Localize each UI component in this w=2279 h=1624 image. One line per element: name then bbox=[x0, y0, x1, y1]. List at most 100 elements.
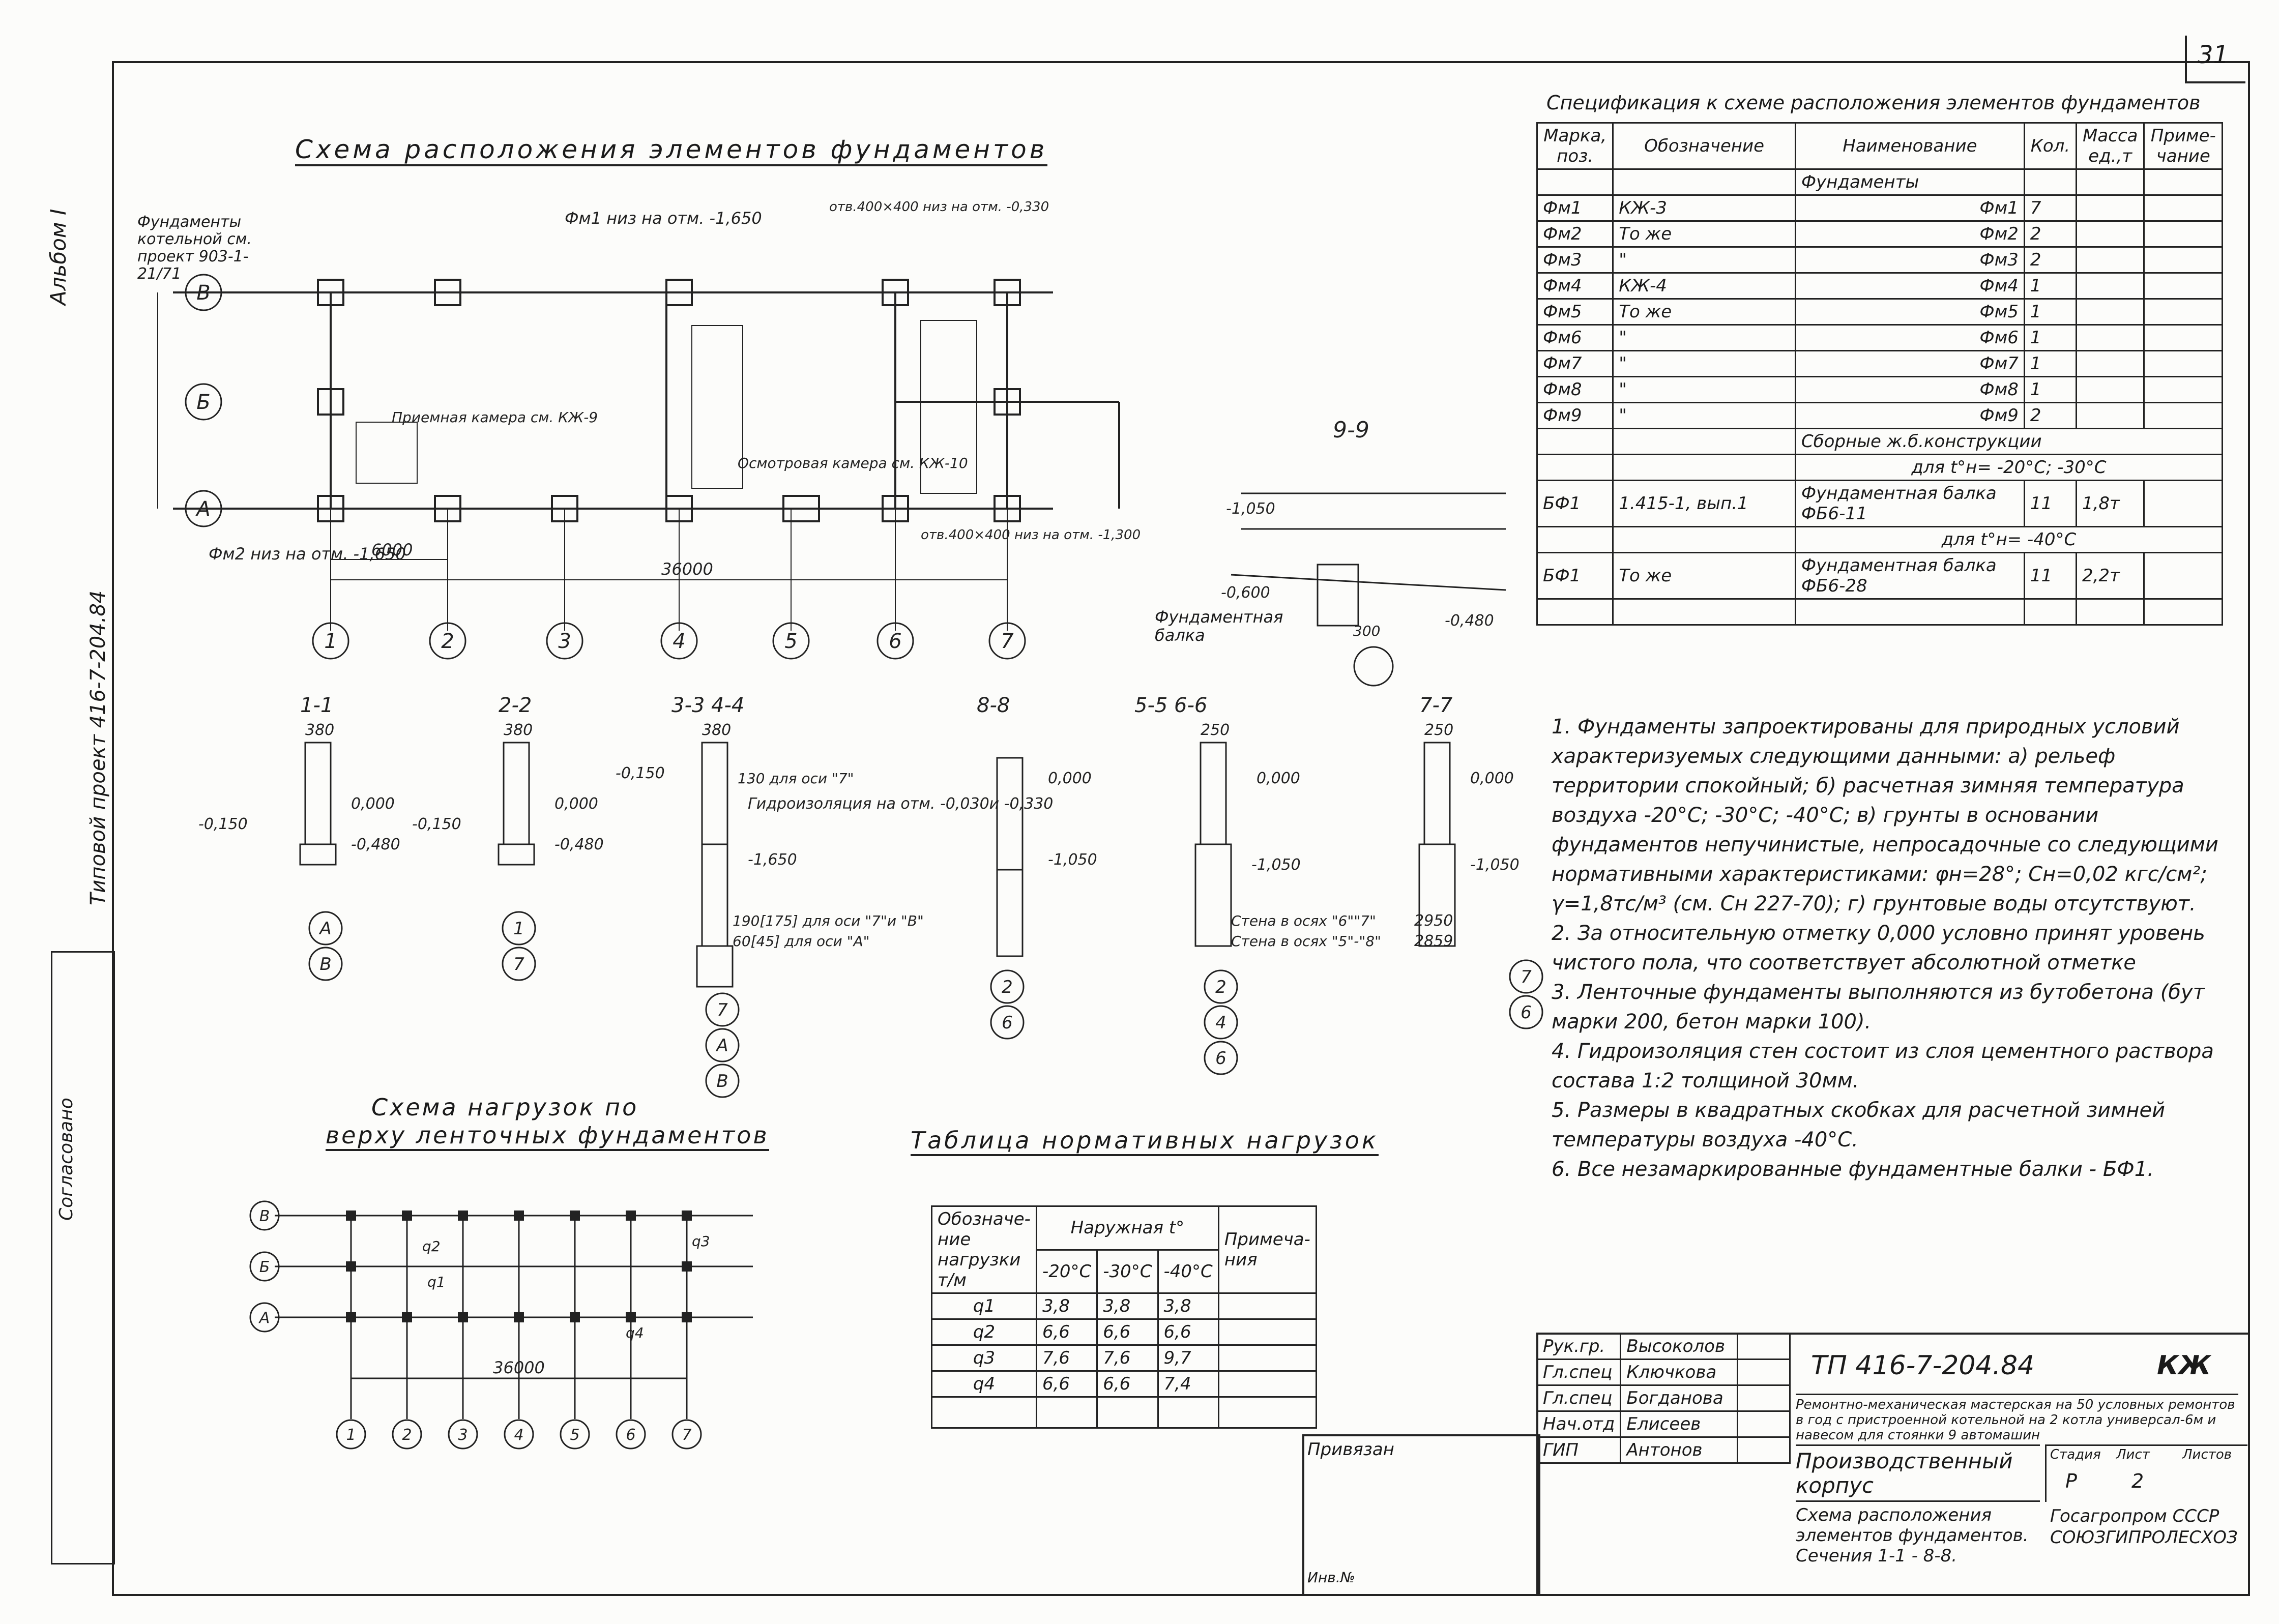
spec-h-note: Приме- чание bbox=[2143, 122, 2223, 170]
plan-axis-4: 4 bbox=[673, 630, 685, 653]
sec5-axis-2: 2 bbox=[1215, 977, 1226, 997]
svg-text:300: 300 bbox=[1353, 623, 1380, 639]
load-h-note: Примеча- ния bbox=[1217, 1205, 1317, 1294]
plan-total-dim: 36000 bbox=[661, 559, 713, 579]
plan-axis-B: В bbox=[196, 281, 210, 305]
section-5-level-top: 0,000 bbox=[1257, 770, 1300, 787]
svg-text:-0,600: -0,600 bbox=[1221, 584, 1270, 602]
sec7-axis-7: 7 bbox=[1521, 967, 1532, 987]
section-dims-34b: 60[45] для оси "А" bbox=[733, 933, 870, 950]
spec-group-2: Сборные ж.б.конструкции bbox=[1794, 428, 2224, 455]
section-9-beam-label: Фундаментная балка bbox=[1155, 607, 1283, 645]
loads-scheme: В Б А 1 2 3 4 5 6 7 36000 q1 q2 q3 q4 bbox=[249, 1200, 753, 1450]
loads-title-2: верху ленточных фундаментов bbox=[326, 1121, 769, 1151]
approval-label: Согласовано bbox=[56, 1098, 77, 1221]
sheet-number: 31 bbox=[2198, 41, 2229, 69]
drawing-frame bbox=[112, 61, 2250, 1596]
approval-stamp bbox=[51, 951, 115, 1564]
plan-axis-7: 7 bbox=[1001, 630, 1014, 653]
title-stage: Р bbox=[2065, 1470, 2077, 1492]
project-label: Типовой проект 416-7-204.84 bbox=[86, 590, 110, 905]
section-5-level-left: -1,050 bbox=[1251, 856, 1301, 874]
plan-note-accum: Осмотровая камера см. КЖ-10 bbox=[738, 455, 968, 471]
section-7-width: 250 bbox=[1424, 721, 1453, 739]
sec2-axis-1: 1 bbox=[513, 919, 524, 939]
load-table-title: Таблица нормативных нагрузок bbox=[911, 1127, 1379, 1156]
section-1-level-top: 0,000 bbox=[351, 795, 395, 813]
section-2-width: 380 bbox=[504, 721, 533, 739]
note-4: 4. Гидроизоляция стен состоит из слоя це… bbox=[1552, 1040, 2214, 1092]
title-code: ТП 416-7-204.84 bbox=[1811, 1350, 2035, 1381]
title-org: Госагропром СССР СОЮЗГИПРОЛЕСХОЗ bbox=[2050, 1506, 2238, 1548]
title-sheets-h: Листов bbox=[2182, 1447, 2232, 1462]
svg-text:5: 5 bbox=[570, 1426, 579, 1444]
section-1-width: 380 bbox=[305, 721, 334, 739]
sec5-axis-6: 6 bbox=[1215, 1048, 1226, 1069]
loads-title-1: Схема нагрузок по bbox=[371, 1094, 639, 1121]
section-dim-2950: 2950 bbox=[1414, 912, 1453, 930]
svg-text:q4: q4 bbox=[626, 1324, 644, 1341]
section-2-level-bot: -0,480 bbox=[554, 836, 604, 853]
title-sheet-h: Лист bbox=[2116, 1447, 2150, 1462]
section-2-level-top: 0,000 bbox=[554, 795, 598, 813]
plan-note-opening-top: отв.400×400 низ на отм. -0,330 bbox=[829, 199, 1049, 215]
section-8-level-left: -1,050 bbox=[1048, 851, 1097, 869]
plan-axis-A: А bbox=[195, 497, 210, 521]
plan-span-dim: 6000 bbox=[371, 540, 413, 559]
sec1-axis-b: В bbox=[319, 954, 331, 975]
album-label: Альбом I bbox=[46, 209, 71, 305]
sec2-axis-7: 7 bbox=[513, 954, 524, 975]
svg-text:А: А bbox=[258, 1309, 270, 1327]
sec3-axis-b: В bbox=[716, 1071, 728, 1091]
section-2-level-left: -0,150 bbox=[412, 815, 461, 833]
sec8-axis-6: 6 bbox=[1002, 1013, 1013, 1033]
title-sheet-title: Схема расположения элементов фундаментов… bbox=[1796, 1500, 2040, 1566]
sec3-axis-7: 7 bbox=[717, 1000, 728, 1020]
section-3-level-left: -1,650 bbox=[748, 851, 797, 869]
title-sheet: 2 bbox=[2131, 1470, 2144, 1492]
binding-box bbox=[1302, 1434, 1540, 1596]
title-building: Производственный корпус bbox=[1796, 1444, 2040, 1498]
svg-text:В: В bbox=[259, 1207, 270, 1225]
title-block bbox=[1536, 1333, 2250, 1596]
section-title-3-3: 3-3 4-4 bbox=[671, 694, 744, 717]
plan-axis-3: 3 bbox=[558, 630, 571, 653]
sec5-axis-4: 4 bbox=[1215, 1013, 1226, 1033]
plan-note-existing: Фундаменты котельной см. проект 903-1-21… bbox=[137, 213, 252, 283]
section-dim-2859: 2859 bbox=[1414, 932, 1453, 950]
sec3-axis-a: А bbox=[715, 1036, 728, 1056]
svg-text:1: 1 bbox=[346, 1426, 356, 1444]
svg-text:q3: q3 bbox=[692, 1233, 710, 1250]
svg-text:-0,480: -0,480 bbox=[1445, 612, 1494, 630]
sec8-axis-2: 2 bbox=[1002, 977, 1013, 997]
sections-row: 1-1 2-2 3-3 4-4 8-8 5-5 6-6 7-7 380 0,00… bbox=[198, 694, 1543, 1098]
inv-label: Инв.№ bbox=[1307, 1569, 1355, 1586]
plan-note-fm1: Фм1 низ на отм. -1,650 bbox=[565, 209, 762, 228]
section-title-8-8: 8-8 bbox=[977, 694, 1010, 717]
section-axis7-note: 130 для оси "7" bbox=[738, 770, 854, 787]
section-dims-34: 190[175] для оси "7"и "В" bbox=[733, 912, 924, 929]
section-3-level-top: -0,150 bbox=[616, 764, 665, 782]
section-title-2-2: 2-2 bbox=[499, 694, 532, 717]
section-hydro-note: Гидроизоляция на отм. -0,030и -0,330 bbox=[748, 795, 1053, 813]
note-5: 5. Размеры в квадратных скобках для расч… bbox=[1552, 1099, 2166, 1151]
section-title-5-5: 5-5 6-6 bbox=[1134, 694, 1207, 717]
note-2: 2. За относительную отметку 0,000 условн… bbox=[1552, 922, 2205, 975]
general-notes: 1. Фундаменты запроектированы для природ… bbox=[1552, 712, 2233, 1184]
foundation-plan: В Б А 1 2 3 4 5 6 7 36000 6000 Фм1 низ н… bbox=[157, 199, 1141, 660]
plan-title: Схема расположения элементов фундаментов bbox=[295, 135, 1048, 166]
spec-h-mark: Марка, поз. bbox=[1536, 122, 1614, 170]
title-mark: КЖ bbox=[2157, 1350, 2211, 1381]
binding-label: Привязан bbox=[1307, 1439, 1394, 1460]
plan-axis-5: 5 bbox=[784, 630, 797, 653]
spec-sub-2: для t°н= -40°С bbox=[1794, 526, 2224, 553]
plan-axis-6: 6 bbox=[889, 630, 901, 653]
plan-note-fm2: Фм2 низ на отм. -1,650 bbox=[209, 544, 406, 564]
title-stage-h: Стадия bbox=[2050, 1447, 2101, 1462]
plan-note-opening-bottom: отв.400×400 низ на отм. -1,300 bbox=[921, 527, 1141, 543]
spec-group-1: Фундаменты bbox=[1794, 168, 2025, 196]
section-wall-6: Стена в осях "5"-"8" bbox=[1231, 933, 1381, 950]
section-7-level-left: -1,050 bbox=[1470, 856, 1520, 874]
section-title-1-1: 1-1 bbox=[300, 694, 333, 717]
